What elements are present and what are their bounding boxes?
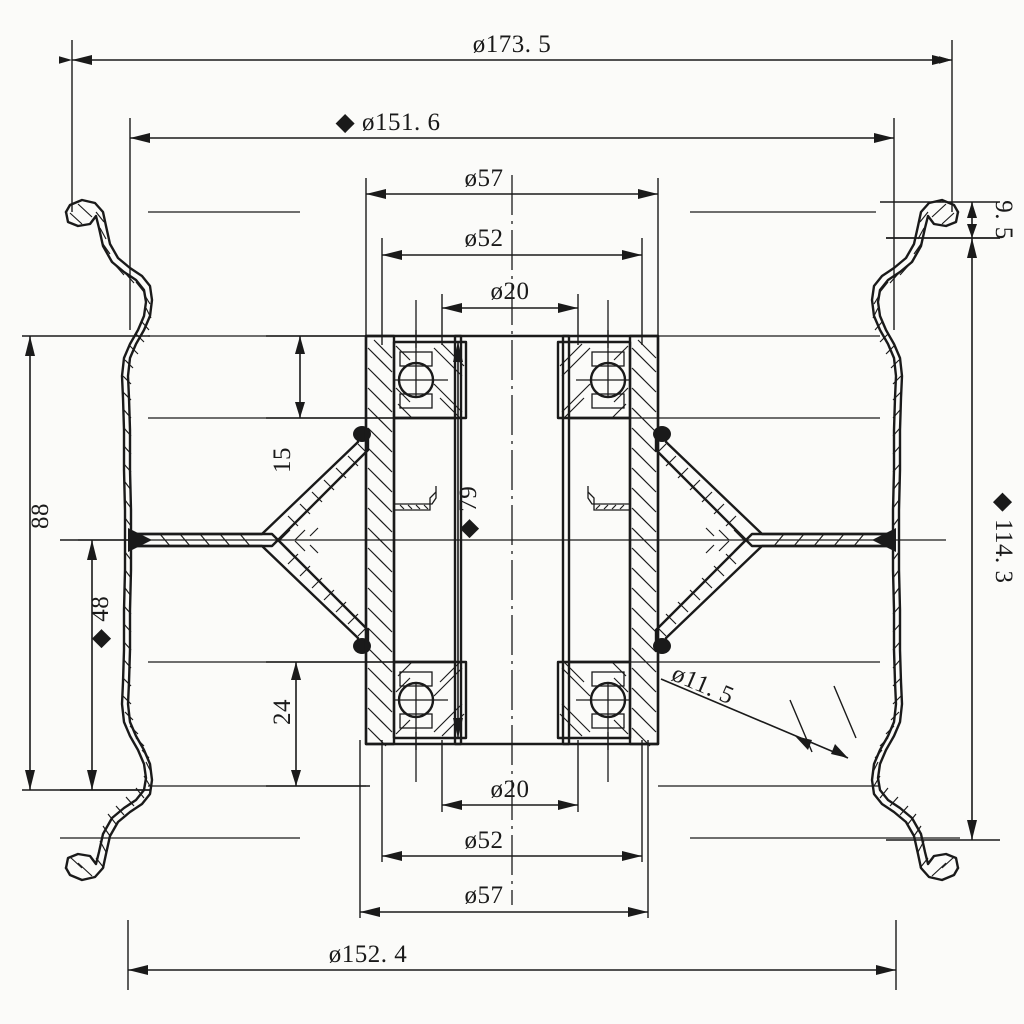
dim-hub-length: ◆ 79 [453,342,482,738]
dim-label-hub-outer-lower: ø57 [465,882,504,909]
dim-label-rim-height-left: 88 [27,503,54,529]
dim-label-bore-upper: ø20 [491,278,530,305]
reference-lines [60,211,960,839]
bearing-bottom-left [392,660,468,750]
right-spoke-web [653,426,896,654]
dim-overall-diameter-right: ◆ 114. 3 [886,237,1017,841]
dim-label-overall-width: ø173. 5 [473,31,552,58]
dim-label-shoulder-lower: 24 [269,699,296,725]
dim-label-bearing-outer-lower: ø52 [465,827,504,854]
seal-lip-right [587,486,630,511]
dim-bore-lower: ø20 [441,740,579,812]
dim-label-bearing-outer-upper: ø52 [465,225,504,252]
dim-rim-height-left: 88 [22,335,150,791]
dim-label-flange-height: 9. 5 [990,200,1017,240]
dim-bolt-circle: ø152. 4 [127,920,897,990]
dim-label-overall-diameter-right: ◆ 114. 3 [990,492,1017,583]
dim-label-bolt-circle: ø152. 4 [329,941,408,968]
dim-label-hub-length: ◆ 79 [455,486,482,538]
dim-label-hub-outer-upper: ø57 [465,165,504,192]
dim-bore-upper: ø20 [441,278,579,345]
dim-hub-outer-lower: ø57 [359,740,649,918]
bearing-top-right [556,330,632,420]
dim-label-bore-lower: ø20 [491,776,530,803]
dim-overall-width: ø173. 5 [59,31,953,212]
dim-bearing-outer-lower: ø52 [381,740,643,862]
dim-bearing-outer-upper: ø52 [381,225,643,345]
center-lines [78,175,946,905]
dim-label-offset-left: ◆ 48 [87,596,114,648]
dim-offset-left: ◆ 48 [60,539,150,791]
dim-hub-outer-upper: ø57 [365,165,659,345]
dim-label-shoulder-upper: 15 [269,447,296,473]
left-spoke-web [128,426,371,654]
hub-body [364,334,660,747]
seal-lip-left [394,486,437,511]
dim-bead-seat-width: ◆ ø151. 6 [129,109,895,330]
dim-label-bead-seat-width: ◆ ø151. 6 [336,109,441,136]
